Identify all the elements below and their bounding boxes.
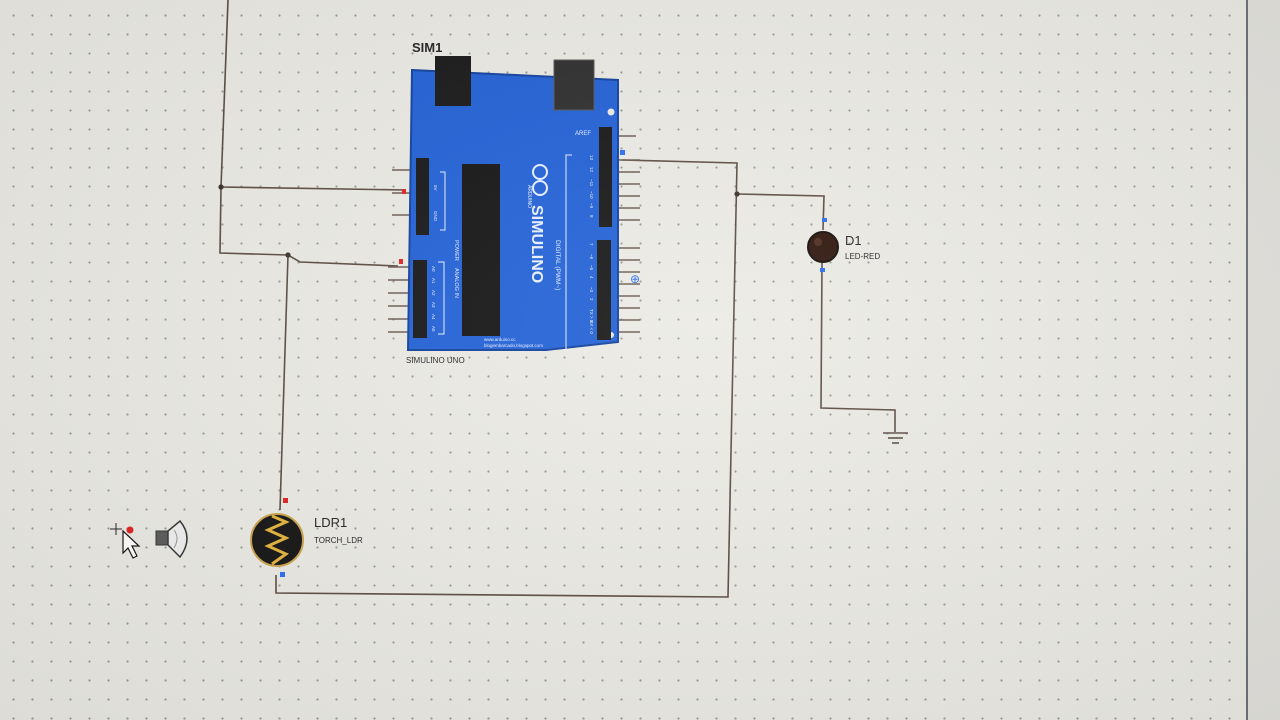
- window-border: [1246, 0, 1248, 720]
- arduino-board[interactable]: SIM1 SIMULINO UNO: [388, 40, 640, 365]
- arduino-part-label: SIMULINO UNO: [406, 356, 465, 365]
- mouse-cursor-icon: [110, 523, 141, 559]
- power-pin-labels: 5V GND: [433, 185, 438, 222]
- digital-header-top: [599, 127, 612, 227]
- wire-led-gnd[interactable]: [820, 261, 896, 432]
- board-footer-text: www.arduino.cc: [484, 337, 516, 342]
- arduino-logo-icon: [532, 164, 548, 196]
- pin-cursor-marker: ⊕: [630, 272, 640, 286]
- led-ref-label: D1: [845, 233, 862, 248]
- usb-connector: [435, 56, 471, 106]
- wire-left-bus[interactable]: [219, 186, 399, 267]
- pin-label: ~11: [589, 179, 594, 187]
- pin-label: 7: [589, 243, 594, 246]
- pin-label: A2: [431, 290, 436, 296]
- pin-marker-blue: [620, 150, 625, 155]
- led-d1[interactable]: D1 LED-RED: [807, 218, 880, 272]
- board-bracket-lines: [438, 154, 572, 350]
- pin-label: 8: [589, 215, 594, 218]
- pin-label: ~6: [589, 254, 594, 260]
- board-logo-text: SIMULINO: [528, 205, 545, 283]
- pin-label: A0: [431, 266, 436, 272]
- junction-dot: [218, 184, 224, 190]
- analog-header: [413, 260, 427, 338]
- pin-label: ~5: [589, 265, 594, 271]
- pin-marker-blue: [820, 268, 825, 272]
- digital-header-bottom: [597, 240, 611, 340]
- pin-label: 13: [589, 155, 594, 161]
- torch-light-icon[interactable]: [155, 519, 188, 559]
- pin-label: RX < 0: [589, 320, 594, 334]
- arduino-pcb: [406, 68, 619, 351]
- led-part-label: LED-RED: [845, 252, 880, 261]
- pin-label: A4: [431, 314, 436, 320]
- pin-label: 4: [589, 276, 594, 279]
- pin-label: GND: [433, 211, 438, 222]
- pin-label: A5: [431, 326, 436, 332]
- board-sub-text: ARDUINO: [526, 185, 532, 208]
- power-jack: [553, 59, 595, 111]
- analog-header-text: ANALOG IN: [453, 268, 459, 298]
- wire-led[interactable]: [736, 193, 825, 231]
- right-panel-strip: [1248, 0, 1280, 720]
- digital-header-text: DIGITAL (PWM~): [554, 240, 561, 290]
- pin-label: ~9: [589, 203, 594, 209]
- arduino-right-pins: [616, 135, 640, 333]
- microcontroller-chip: [462, 164, 500, 336]
- pin-marker-blue: [822, 218, 827, 222]
- digital-pin-labels: 13 12 ~11 ~10 ~9 8 7 ~6 ~5 4 ~3 2 TX > 1RX < 0: [589, 155, 594, 334]
- pin-marker-red: [402, 189, 406, 194]
- pin-label: 2: [589, 298, 594, 301]
- ldr-part-label: TORCH_LDR: [314, 536, 363, 545]
- pin-label: 5V: [433, 185, 438, 191]
- ldr-body-icon: [250, 513, 304, 567]
- aref-label: AREF: [575, 131, 591, 137]
- ground-symbol[interactable]: [883, 432, 908, 444]
- junction-dot: [285, 252, 291, 258]
- board-footer-text2: blogembarcado.blogspot.com: [484, 343, 543, 348]
- pin-marker-red: [283, 498, 288, 503]
- power-header-text: POWER: [453, 240, 459, 261]
- pin-label: A3: [431, 302, 436, 308]
- pin-label: ~10: [589, 191, 594, 199]
- pin-label: 12: [589, 167, 594, 173]
- ldr-zigzag: [264, 514, 290, 566]
- ldr-ref-label: LDR1: [314, 515, 347, 530]
- wire-power-5v[interactable]: [220, 0, 406, 191]
- pin-label: ~3: [589, 287, 594, 293]
- pin-marker-red: [399, 259, 403, 264]
- power-header: [416, 158, 429, 235]
- led-body-icon: [807, 231, 839, 263]
- pin-marker-blue: [280, 572, 285, 577]
- junction-dot: [734, 191, 740, 197]
- led-highlight: [814, 238, 822, 246]
- ldr-ldr1[interactable]: LDR1 TORCH_LDR: [250, 498, 363, 577]
- pin-label: A1: [431, 278, 436, 284]
- wire-ldr-bottom[interactable]: [275, 159, 738, 598]
- wire-ldr-top[interactable]: [279, 254, 289, 511]
- mount-hole: [607, 108, 615, 116]
- arduino-ref-label: SIM1: [412, 40, 442, 55]
- pin-label: TX > 1: [589, 309, 594, 323]
